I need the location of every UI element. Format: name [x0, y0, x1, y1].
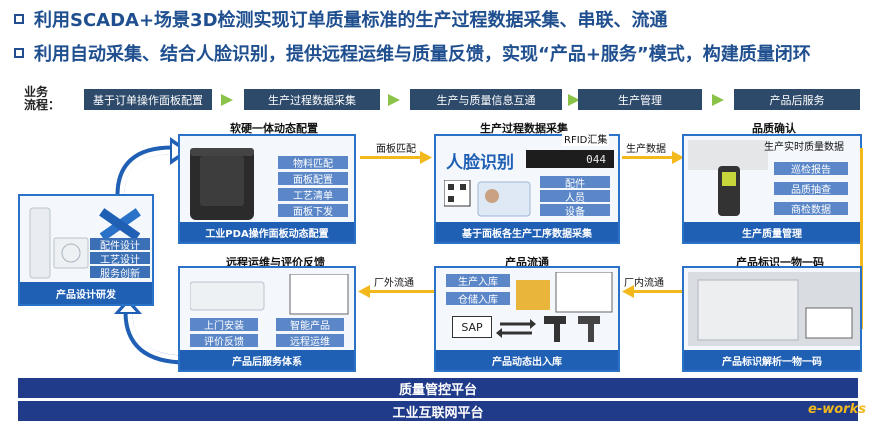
headline-2: 利用自动采集、结合人脸识别，提供远程运维与质量反馈，实现“产品+服务”模式，构建…	[14, 40, 811, 66]
air-conditioner-image	[29, 207, 89, 279]
service-tag-1: 上门安装	[190, 318, 258, 332]
config-title: 软硬一体动态配置	[230, 122, 318, 135]
service-title: 远程运维与评价反馈	[226, 256, 325, 269]
quality-platform-bar: 质量管控平台	[18, 378, 858, 398]
logistics-panel: 生产入库 仓储入库 SAP 产品动态出入库	[434, 266, 620, 372]
label-title: 产品标识一物一码	[736, 256, 824, 269]
headline-2-text: 利用自动采集、结合人脸识别，提供远程运维与质量反馈，实现“产品+服务”模式，构建…	[34, 44, 811, 65]
logistics-tag-2: 仓储入库	[446, 292, 510, 306]
panel-match-line	[360, 156, 422, 159]
realtime-quality-label: 生产实时质量数据	[764, 142, 844, 153]
process-step-1: 基于订单操作面板配置	[84, 89, 212, 110]
process-step-2: 生产过程数据采集	[244, 89, 380, 110]
config-tag-3: 工艺清单	[278, 188, 348, 202]
industrial-internet-platform-bar: 工业互联网平台	[18, 401, 858, 421]
factory-in-label: 厂内流通	[624, 278, 664, 289]
panel-match-label: 面板匹配	[376, 144, 416, 155]
production-data-line	[622, 156, 674, 159]
config-panel: 物料匹配 面板配置 工艺清单 面板下发 工业PDA操作面板动态配置	[178, 134, 356, 244]
service-footer: 产品后服务体系	[180, 350, 354, 370]
handheld-scanner-image	[544, 316, 600, 342]
product-label-image	[688, 272, 860, 346]
service-panel: 上门安装 智能产品 评价反馈 远程运维 产品后服务体系	[178, 266, 356, 372]
arrow-right-icon	[420, 151, 432, 164]
watermark: e-works	[808, 402, 866, 417]
product-design-footer: 产品设计研发	[20, 282, 152, 304]
quality-title: 品质确认	[752, 122, 796, 135]
face-id-card-image	[444, 180, 531, 217]
forklift-label-image	[516, 272, 613, 313]
design-tag-1: 配件设计	[90, 238, 150, 252]
logistics-title: 产品流通	[505, 256, 549, 269]
label-panel: 产品标识解析一物一码	[682, 266, 862, 372]
design-tag-3: 服务创新	[90, 266, 150, 280]
factory-in-line	[632, 290, 682, 293]
config-tag-1: 物料匹配	[278, 156, 348, 170]
production-data-label: 生产数据	[626, 144, 666, 155]
headline-1: 利用SCADA+场景3D检测实现订单质量标准的生产过程数据采集、串联、流通	[14, 6, 668, 32]
service-image	[190, 274, 349, 315]
logistics-footer: 产品动态出入库	[436, 350, 618, 370]
rfid-device-display: 044	[526, 150, 614, 168]
quality-tag-1: 巡检报告	[774, 162, 848, 176]
process-step-5: 产品后服务	[734, 89, 860, 110]
sync-arrows-icon	[496, 319, 536, 338]
design-tag-2: 工艺设计	[90, 252, 150, 266]
config-tag-4: 面板下发	[278, 204, 348, 218]
scanner-device-image	[688, 140, 768, 216]
headline-1-text: 利用SCADA+场景3D检测实现订单质量标准的生产过程数据采集、串联、流通	[34, 10, 668, 31]
arrow-right-icon	[672, 151, 684, 164]
process-label: 业务 流程：	[24, 85, 61, 112]
collect-footer: 基于面板各生产工序数据采集	[436, 222, 618, 242]
quality-to-label-line	[860, 148, 863, 326]
sap-box: SAP	[452, 316, 492, 338]
rfid-label: RFID汇集	[562, 131, 610, 146]
arrow-right-icon	[388, 94, 400, 106]
quality-panel: 生产实时质量数据 巡检报告 品质抽查 商检数据 生产质量管理	[682, 134, 862, 244]
collect-tag-3: 设备	[540, 204, 610, 218]
collect-tag-1: 配件	[540, 176, 610, 190]
pencil-ruler-icon	[99, 208, 141, 241]
square-bullet-icon	[14, 14, 24, 24]
factory-out-label: 厂外流通	[374, 278, 414, 289]
logistics-tag-1: 生产入库	[446, 274, 510, 288]
arrow-right-icon	[712, 94, 724, 106]
process-step-4: 生产管理	[578, 89, 702, 110]
service-tag-4: 远程运维	[276, 334, 344, 348]
collect-tag-2: 人员	[540, 190, 610, 204]
arrow-left-icon	[622, 285, 634, 298]
quality-tag-2: 品质抽查	[774, 182, 848, 196]
config-footer: 工业PDA操作面板动态配置	[180, 222, 354, 242]
config-tag-2: 面板配置	[278, 172, 348, 186]
factory-out-line	[368, 290, 434, 293]
service-tag-3: 评价反馈	[190, 334, 258, 348]
curved-arrow-back-icon	[114, 298, 187, 365]
quality-footer: 生产质量管理	[684, 222, 860, 242]
collect-panel: 人脸识别 044 配件 人员 设备 基于面板各生产工序数据采集	[434, 134, 620, 244]
product-design-panel: 配件设计 工艺设计 服务创新 产品设计研发	[18, 194, 154, 306]
curved-arrow-up-icon	[115, 137, 190, 195]
face-recognition-text: 人脸识别	[446, 153, 514, 173]
arrow-left-icon	[358, 285, 370, 298]
process-step-3: 生产与质量信息互通	[410, 89, 562, 110]
label-footer: 产品标识解析一物一码	[684, 350, 860, 370]
industrial-pda-image	[190, 148, 254, 220]
collect-title: 生产过程数据采集	[480, 122, 568, 135]
square-bullet-icon	[14, 48, 24, 58]
arrow-right-icon	[568, 94, 580, 106]
quality-tag-3: 商检数据	[774, 202, 848, 216]
service-tag-2: 智能产品	[276, 318, 344, 332]
arrow-right-icon	[221, 94, 233, 106]
